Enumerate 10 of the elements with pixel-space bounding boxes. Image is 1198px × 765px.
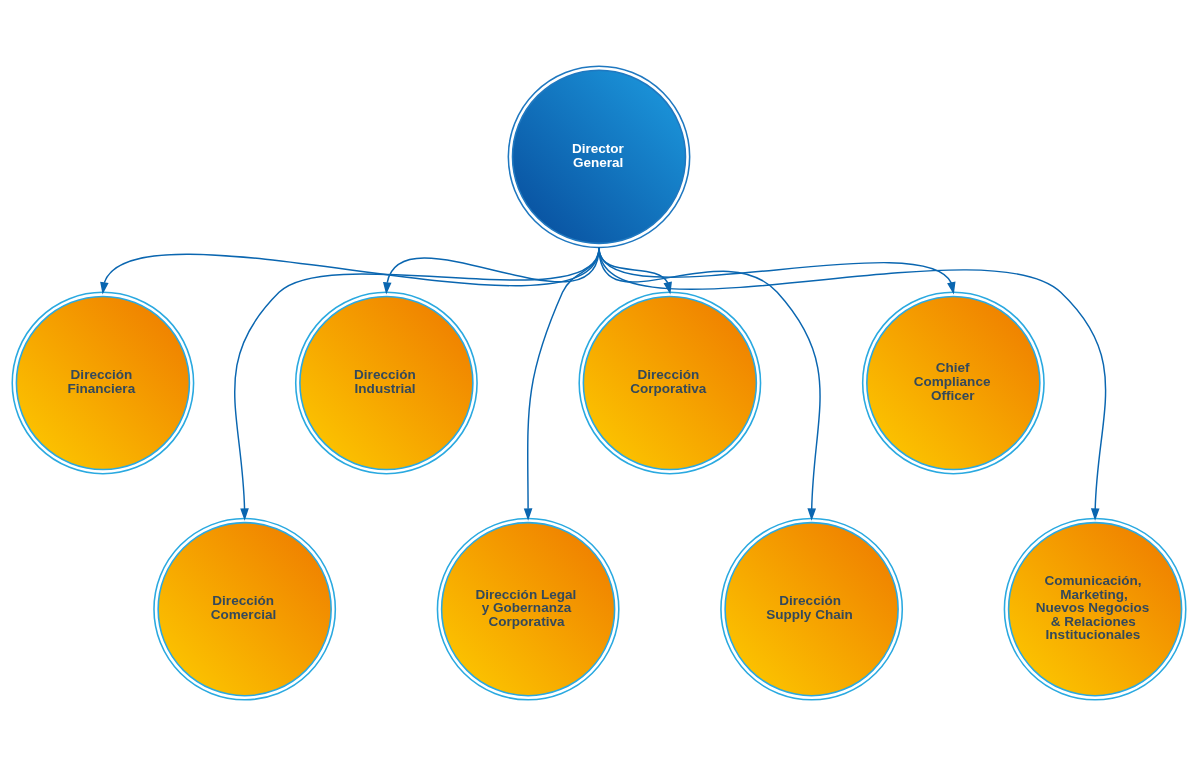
node-circle: Comunicación, Marketing, Nuevos Negocios & Relaciones Institucionales bbox=[1003, 517, 1187, 701]
arrow bbox=[598, 246, 1107, 521]
node-circle: Dirección Financiera bbox=[11, 291, 195, 474]
node-circle: Director General bbox=[507, 64, 691, 248]
node-circle: Dirección Legal y Gobernanza Corporativa bbox=[436, 517, 620, 701]
node-circle: Chief Compliance Officer bbox=[861, 291, 1045, 474]
node-circle: Dirección Comercial bbox=[153, 517, 337, 701]
node-circle: Dirección Corporativa bbox=[578, 291, 762, 474]
node-circle: Dirección Industrial bbox=[294, 291, 478, 474]
node-circle: Dirección Supply Chain bbox=[720, 517, 904, 701]
